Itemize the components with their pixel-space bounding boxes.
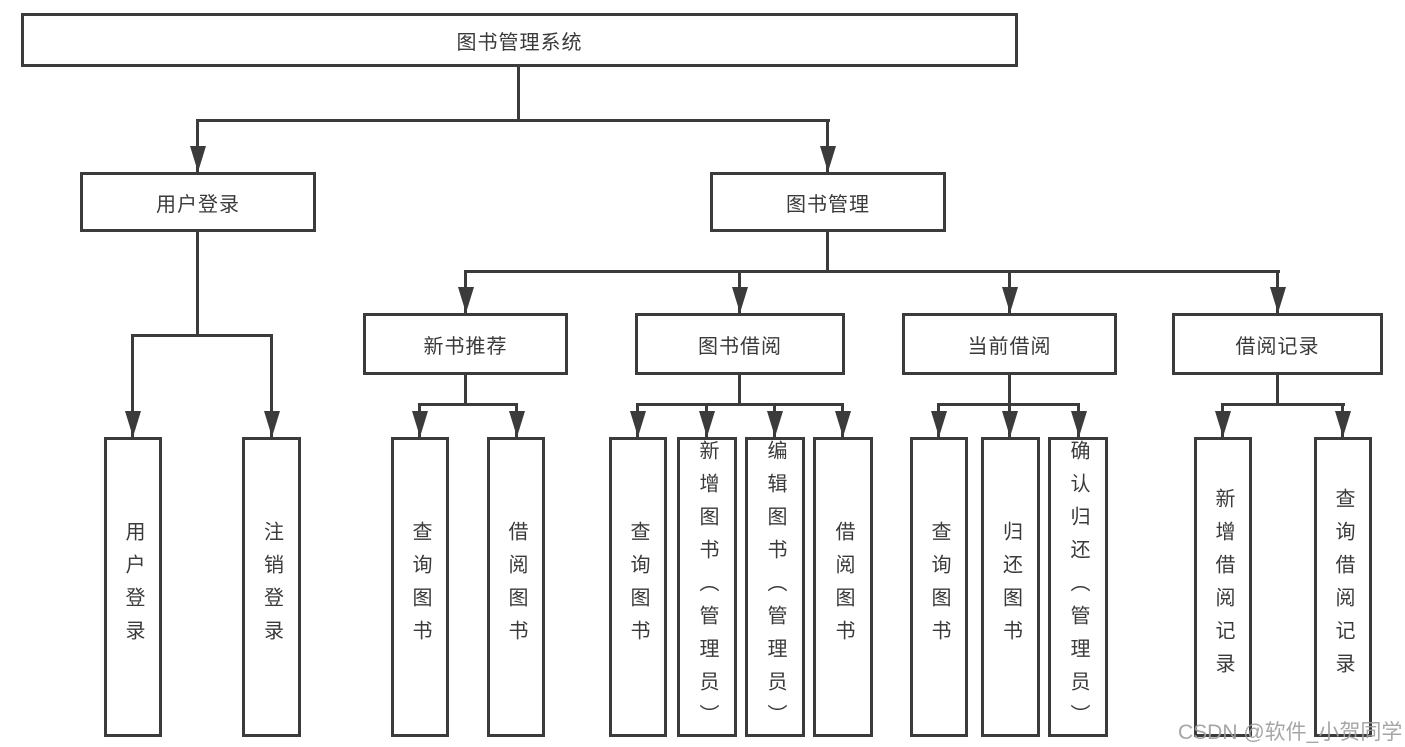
node-borrowing-records: 借阅记录	[1172, 313, 1383, 375]
leaf-node-query-books-borrow: 查询图书	[609, 437, 667, 737]
leaf-label: 借阅图书	[832, 521, 854, 653]
connector-root-bar	[196, 119, 830, 122]
watermark: CSDN @软件_小贺同学	[1178, 721, 1403, 744]
leaf-node-logout: 注销登录	[242, 437, 301, 737]
connector-bar	[1221, 403, 1345, 406]
arrow-down-icon	[1071, 411, 1087, 437]
arrow-down-icon	[931, 411, 947, 437]
arrow-down-icon	[125, 411, 141, 437]
connector-drop	[826, 119, 829, 172]
connector-drop	[196, 119, 199, 172]
arrow-down-icon	[630, 411, 646, 437]
arrow-down-icon	[820, 146, 836, 172]
leaf-label: 用户登录	[122, 521, 144, 653]
leaf-node-query-books-recommend: 查询图书	[391, 437, 449, 737]
arrow-down-icon	[699, 411, 715, 437]
arrow-down-icon	[458, 287, 474, 313]
connector-bar	[636, 403, 844, 406]
leaf-node-query-borrow-record: 查询借阅记录	[1314, 437, 1372, 737]
leaf-node-add-borrow-record: 新增借阅记录	[1194, 437, 1252, 737]
leaf-node-user-login: 用户登录	[104, 437, 162, 737]
connector-stem	[738, 375, 741, 406]
leaf-node-return-books: 归还图书	[981, 437, 1040, 737]
connector-root-stem	[517, 67, 520, 121]
node-new-book-recommendation: 新书推荐	[363, 313, 568, 375]
leaf-label: 注销登录	[260, 521, 283, 653]
connector-bar	[418, 403, 518, 406]
leaf-node-query-books-current: 查询图书	[910, 437, 968, 737]
leaf-label: 确认归还（管理员）	[1067, 440, 1089, 737]
leaf-label: 新增借阅记录	[1212, 488, 1234, 686]
leaf-label: 编辑图书（管理员）	[764, 440, 786, 737]
connector-stem	[196, 232, 199, 336]
node-book-management: 图书管理	[710, 172, 946, 232]
arrow-down-icon	[1335, 411, 1351, 437]
leaf-label: 查询图书	[409, 521, 431, 653]
node-book-borrowing: 图书借阅	[635, 313, 845, 375]
connector-drop	[270, 334, 273, 437]
node-current-borrowing: 当前借阅	[902, 313, 1117, 375]
arrow-down-icon	[1002, 287, 1018, 313]
arrow-down-icon	[412, 411, 428, 437]
connector-stem	[1008, 375, 1011, 406]
connector-stem	[464, 375, 467, 406]
arrow-down-icon	[1270, 287, 1286, 313]
connector-stem	[826, 232, 829, 273]
arrow-down-icon	[1002, 411, 1018, 437]
leaf-node-add-books-admin: 新增图书（管理员）	[677, 437, 737, 737]
leaf-node-borrow-books: 借阅图书	[813, 437, 873, 737]
leaf-label: 借阅图书	[505, 521, 527, 653]
node-user-login: 用户登录	[80, 172, 316, 232]
arrow-down-icon	[264, 411, 280, 437]
leaf-label: 新增图书（管理员）	[696, 440, 718, 737]
connector-bar	[131, 334, 273, 337]
arrow-down-icon	[835, 411, 851, 437]
arrow-down-icon	[190, 146, 206, 172]
arrow-down-icon	[732, 287, 748, 313]
connector-bar	[464, 270, 1280, 273]
leaf-label: 查询借阅记录	[1332, 488, 1354, 686]
arrow-down-icon	[509, 411, 525, 437]
leaf-node-edit-books-admin: 编辑图书（管理员）	[745, 437, 805, 737]
leaf-label: 查询图书	[928, 521, 950, 653]
leaf-node-confirm-return-admin: 确认归还（管理员）	[1048, 437, 1108, 737]
arrow-down-icon	[767, 411, 783, 437]
arrow-down-icon	[1215, 411, 1231, 437]
root-node-library-management-system: 图书管理系统	[21, 13, 1018, 67]
leaf-node-borrow-books-recommend: 借阅图书	[487, 437, 545, 737]
connector-stem	[1276, 375, 1279, 406]
connector-drop	[131, 334, 134, 437]
leaf-label: 查询图书	[627, 521, 649, 653]
leaf-label: 归还图书	[999, 521, 1022, 653]
